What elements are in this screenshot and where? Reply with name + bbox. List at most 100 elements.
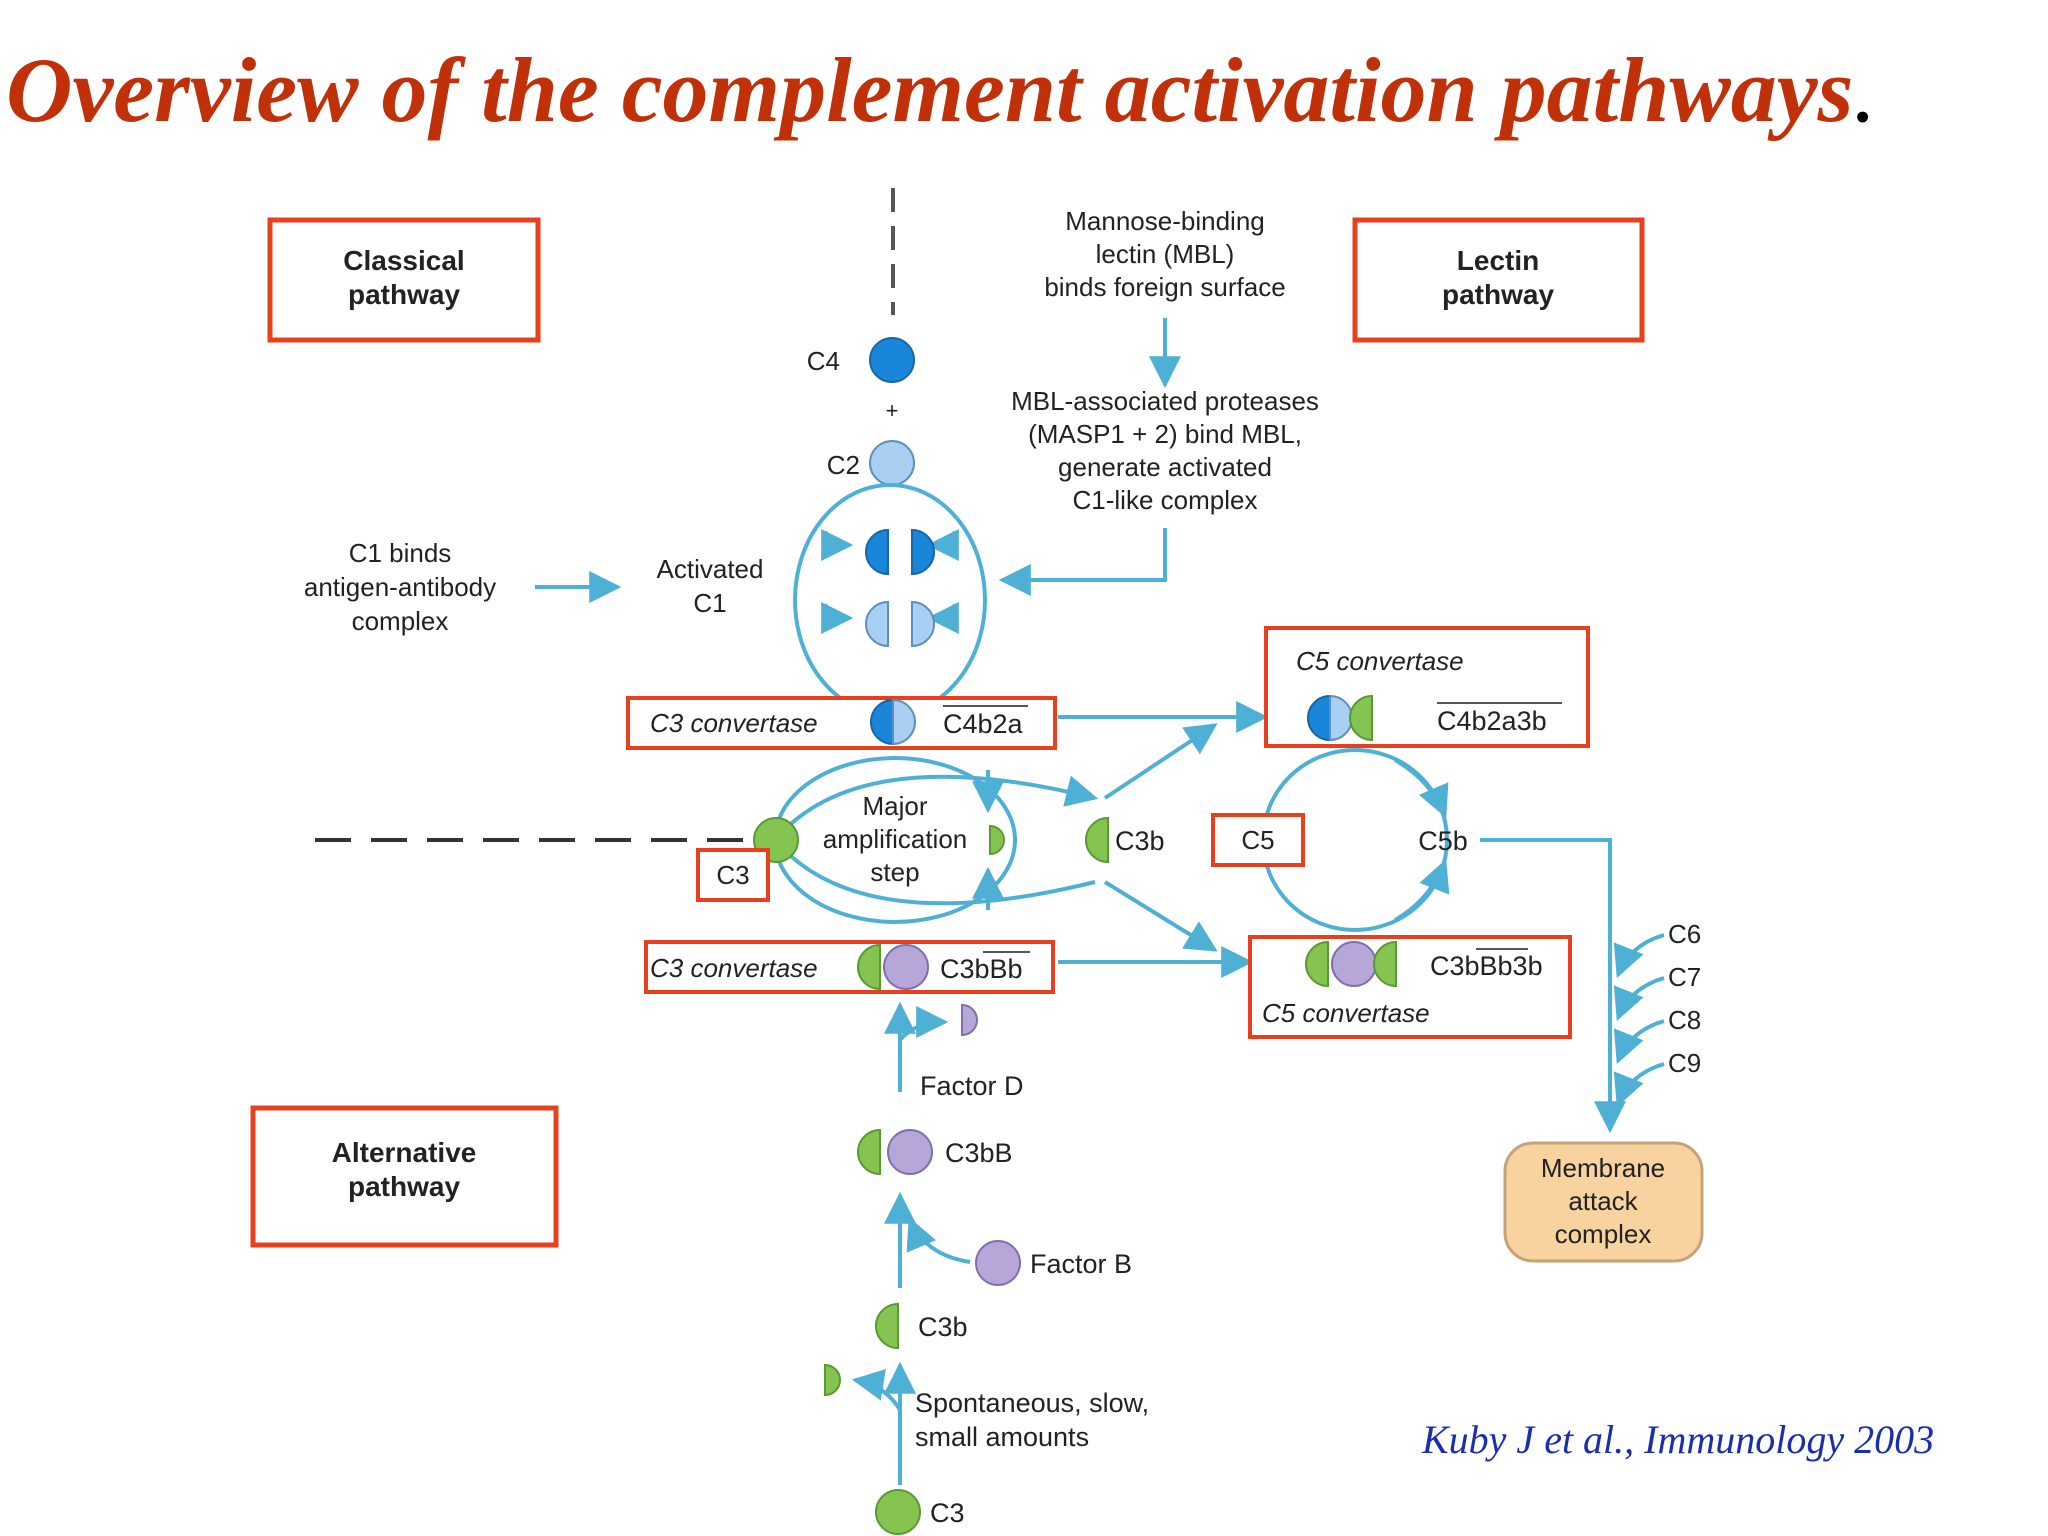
c5-convertase-classical: C5 convertase C4b2a3b xyxy=(1264,626,1590,748)
c3bbb-name: C3bBb xyxy=(940,954,1023,984)
amplification-arrow-top xyxy=(773,774,1099,842)
c2-label: C2 xyxy=(827,450,860,480)
bb-in-alt-convertase xyxy=(883,944,929,990)
membrane-attack-complex: Membrane attack complex xyxy=(1503,1141,1704,1263)
c3-bottom-molecule xyxy=(875,1489,921,1535)
lectin-box-line2: pathway xyxy=(1442,279,1554,310)
c2b-fragment xyxy=(911,600,935,648)
c4-label: C4 xyxy=(807,346,840,376)
masp-arrow xyxy=(998,528,1167,596)
c3b-to-c5conv-top xyxy=(1103,723,1218,800)
mbl-line2: lectin (MBL) xyxy=(1096,239,1235,269)
masp-line4: C1-like complex xyxy=(1073,485,1258,515)
factor-b-arrow xyxy=(906,1217,971,1264)
c3b-bottom-label: C3b xyxy=(918,1312,968,1342)
c3b-central-label: C3b xyxy=(1115,826,1165,856)
amplification-line1: Major xyxy=(862,791,927,821)
c4b2a3b-name: C4b2a3b xyxy=(1437,706,1547,736)
c3b-in-alt-convertase xyxy=(857,943,881,991)
page-title: Overview of the complement activation pa… xyxy=(6,30,2046,150)
c3a-fragment-bottom xyxy=(824,1363,841,1397)
c3-convertase-alternative-label: C3 convertase xyxy=(650,953,818,983)
c4b-fragment xyxy=(865,528,889,576)
spontaneous-line1: Spontaneous, slow, xyxy=(915,1388,1149,1418)
c3a-release-arrow xyxy=(851,1368,902,1412)
c4b2a-name: C4b2a xyxy=(943,709,1024,739)
activated-c1-line2: C1 xyxy=(693,588,726,618)
masp-line1: MBL-associated proteases xyxy=(1011,386,1319,416)
c7-label: C7 xyxy=(1668,962,1701,992)
c9-arrow xyxy=(1613,1062,1665,1107)
c3b2-in-alt-c5conv xyxy=(1373,940,1397,988)
c3-loop-label: C3 xyxy=(716,860,749,890)
bb-in-alt-c5conv xyxy=(1331,941,1377,987)
cycle-arrow-2 xyxy=(926,528,959,561)
c5-convertase-classical-label: C5 convertase xyxy=(1296,646,1464,676)
factor-b-in-c3bb xyxy=(887,1129,933,1175)
c3bbb3b-name: C3bBb3b xyxy=(1430,951,1543,981)
alternative-box-line2: pathway xyxy=(348,1171,460,1202)
c6-label: C6 xyxy=(1668,919,1701,949)
c5b-label: C5b xyxy=(1418,826,1468,856)
c5-loop-arrow-top xyxy=(1394,758,1449,818)
c8-label: C8 xyxy=(1668,1005,1701,1035)
c3-convertase-classical-label: C3 convertase xyxy=(650,708,818,738)
activated-c1-cycle xyxy=(793,483,987,717)
amplification-line2: amplification xyxy=(823,824,968,854)
alternative-box-line1: Alternative xyxy=(332,1137,477,1168)
classical-pathway-box: Classical pathway xyxy=(267,217,541,343)
mac-line2: attack xyxy=(1568,1186,1638,1216)
c3-convertase-classical-frame xyxy=(626,696,1057,750)
c3b-in-c3bb xyxy=(857,1128,881,1176)
c5-box xyxy=(1211,813,1305,867)
c5-convertase-alternative-frame xyxy=(1248,935,1572,1039)
classical-box-line1: Classical xyxy=(343,245,464,276)
plus-sign: + xyxy=(886,398,899,423)
c3b-bottom-molecule xyxy=(875,1302,899,1350)
factor-d-label: Factor D xyxy=(920,1071,1024,1101)
c5-convertase-alternative-label: C5 convertase xyxy=(1262,998,1430,1028)
c7-arrow xyxy=(1613,976,1665,1021)
c4b-in-convertase xyxy=(870,698,894,746)
c3-bottom-label: C3 xyxy=(930,1498,965,1528)
mac-line1: Membrane xyxy=(1541,1153,1665,1183)
c3-convertase-alternative-frame xyxy=(644,940,1055,994)
c2a-in-convertase xyxy=(892,698,916,746)
activated-c1-line1: Activated xyxy=(657,554,764,584)
c3-convertase-alternative: C3 convertase C3bBb xyxy=(644,940,1055,994)
ba-fragment xyxy=(961,1003,978,1037)
c2a-fragment xyxy=(865,600,889,648)
mbl-line3: binds foreign surface xyxy=(1044,272,1285,302)
c4-molecule xyxy=(869,337,915,383)
c6-arrow xyxy=(1613,933,1665,978)
c1-binds-line2: antigen-antibody xyxy=(304,572,496,602)
c4b-in-c5conv xyxy=(1307,694,1331,742)
cycle-arrow-3 xyxy=(821,601,854,634)
alternative-pathway-box: Alternative pathway xyxy=(250,1105,559,1248)
c1-binds-line1: C1 binds xyxy=(349,538,452,568)
masp-line2: (MASP1 + 2) bind MBL, xyxy=(1028,419,1302,449)
masp-line3: generate activated xyxy=(1058,452,1272,482)
cycle-arrow-4 xyxy=(926,601,959,634)
c5-loop-arrow-bottom xyxy=(1394,859,1450,922)
amplification-line3: step xyxy=(870,857,919,887)
c4a-fragment xyxy=(911,528,935,576)
c3b-to-c5conv-bottom xyxy=(1103,880,1218,952)
title-period: . xyxy=(1853,39,1877,141)
factor-b-label: Factor B xyxy=(1030,1249,1132,1279)
c3a-fragment-loop xyxy=(989,824,1005,856)
title-text: Overview of the complement activation pa… xyxy=(6,39,1854,141)
c2-molecule xyxy=(869,440,915,486)
c1-binds-line3: complex xyxy=(352,606,449,636)
c3-convertase-classical: C3 convertase C4b2a xyxy=(626,696,1057,750)
ba-release-arrow xyxy=(898,1006,949,1042)
mbl-line1: Mannose-binding xyxy=(1065,206,1264,236)
lectin-box-line1: Lectin xyxy=(1457,245,1539,276)
c5-convertase-alternative: C3bBb3b C5 convertase xyxy=(1248,935,1572,1039)
c3b-in-c5conv xyxy=(1349,694,1373,742)
mac-line3: complex xyxy=(1555,1219,1652,1249)
c3b-central-molecule xyxy=(1085,816,1109,864)
c5b-to-mac-arrow xyxy=(1480,838,1626,1134)
citation: Kuby J et al., Immunology 2003 xyxy=(1422,1417,1935,1462)
c8-arrow xyxy=(1613,1019,1665,1064)
